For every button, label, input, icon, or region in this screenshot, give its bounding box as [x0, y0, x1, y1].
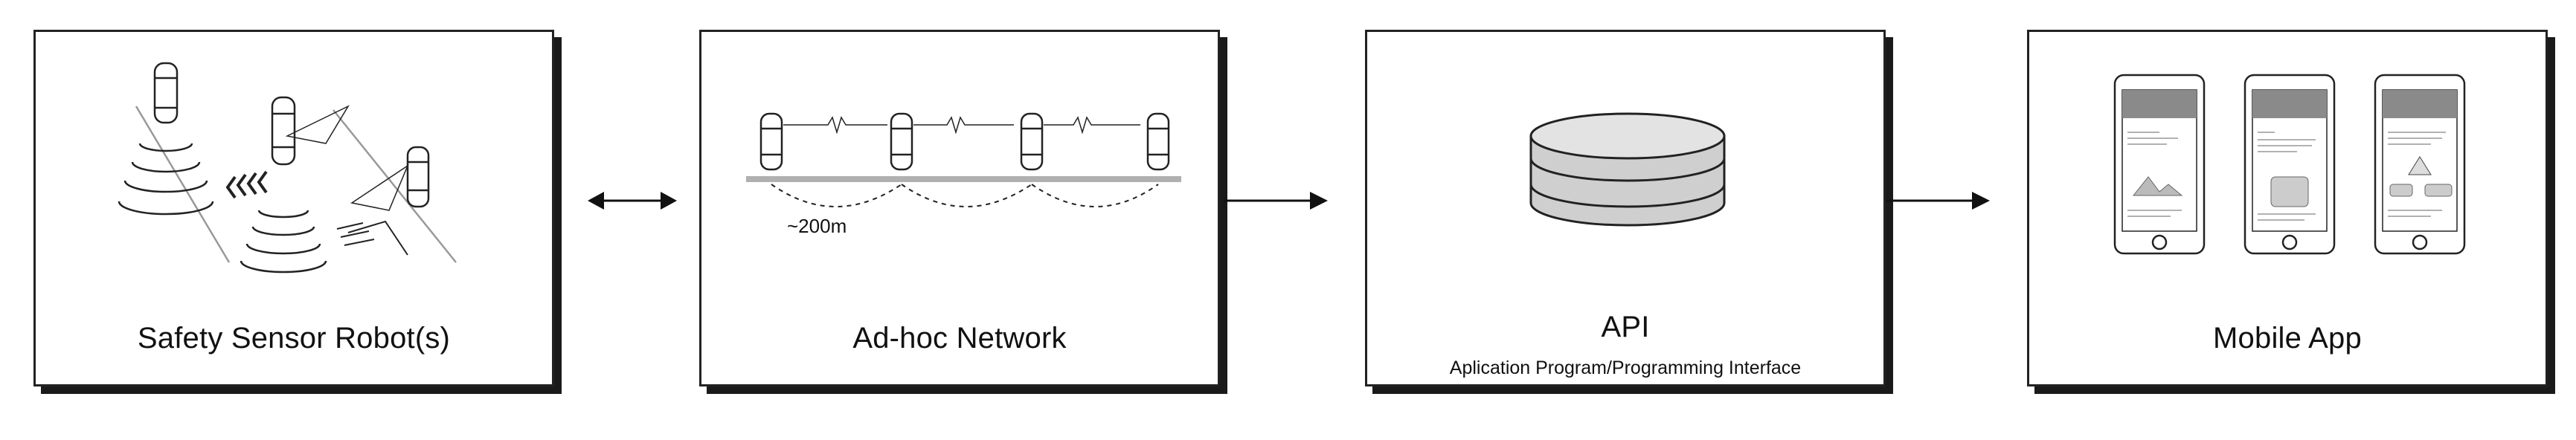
network-robot-3	[1020, 112, 1044, 171]
mobile-app-illustration	[2113, 74, 2466, 255]
panel-title: API	[1601, 311, 1650, 343]
smartphone-icon-2	[2243, 74, 2336, 255]
smartphone-icon-1	[2113, 74, 2206, 255]
panel-subtitle: Aplication Program/Programming Interface	[1449, 358, 1802, 378]
distance-arcs	[771, 184, 1159, 207]
network-robot-2	[890, 112, 913, 171]
network-robot-4	[1146, 112, 1170, 171]
database-icon	[1529, 112, 1726, 227]
bidirectional-arrow	[588, 192, 677, 210]
wireless-link-2	[913, 116, 1014, 135]
smartphone-icon-3	[2374, 74, 2466, 255]
panel-title: Safety Sensor Robot(s)	[137, 322, 451, 355]
robot-icon-center	[240, 96, 350, 274]
robot-icon-left	[118, 62, 214, 216]
network-robot-1	[759, 112, 783, 171]
robot-label-scribbles	[336, 222, 375, 246]
arrow-right-2	[1886, 192, 1990, 210]
panel-adhoc-network: ~200m Ad-hoc Network	[699, 30, 1220, 386]
safety-sensor-robots-illustration	[118, 62, 457, 274]
distance-label: ~200m	[787, 215, 847, 237]
panel-title: Ad-hoc Network	[852, 322, 1067, 355]
wireless-link-3	[1044, 116, 1140, 135]
signal-chevrons	[225, 170, 268, 199]
panel-mobile-app: Mobile App	[2027, 30, 2548, 386]
boundary-line-left	[135, 106, 231, 263]
boundary-line-right	[333, 109, 457, 263]
panel-safety-sensor-robots: Safety Sensor Robot(s)	[33, 30, 554, 386]
panel-api: API Aplication Program/Programming Inter…	[1365, 30, 1886, 386]
robot-icon-right	[347, 146, 430, 256]
panel-title: Mobile App	[2213, 322, 2362, 355]
adhoc-network-illustration: ~200m	[746, 112, 1181, 237]
arrow-right-1	[1224, 192, 1328, 210]
wireless-link-1	[783, 116, 887, 135]
